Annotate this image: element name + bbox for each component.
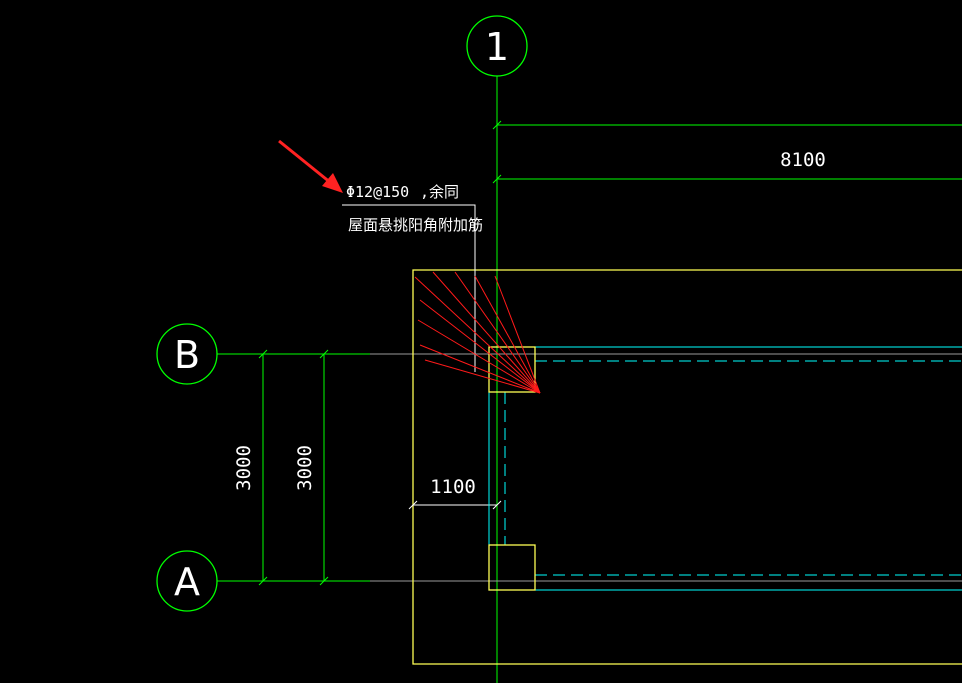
dim-1100-tick-right [492,500,502,510]
rebar-spec-text: Φ12@150 [346,183,409,201]
dim-8100-tick-bottom [492,174,502,184]
axis-label-1: 1 [485,25,509,69]
dim-tick-a1 [258,576,268,586]
rebar-8 [419,344,541,394]
rebar-description-text: 屋面悬挑阳角附加筋 [348,216,483,234]
rebar-3 [454,271,541,394]
dim-8100-tick-top [492,120,502,130]
rebar-5 [494,275,541,394]
rebar-9 [424,359,541,394]
axis-label-a: A [174,560,200,604]
highlight-arrow [278,139,343,193]
corner-rebar-fan[interactable] [414,271,541,394]
axis-bubble-1[interactable] [466,15,528,77]
axis-label-b: B [174,333,200,377]
dim-8100-text: 8100 [780,149,826,171]
dim-tick-b1 [258,349,268,359]
rebar-2 [432,271,541,394]
dim-1100-tick-left [408,500,418,510]
rebar-7 [417,319,541,394]
annotation-leader [342,204,476,372]
dim-3000-text-2: 3000 [294,445,316,491]
dim-1100-text: 1100 [430,476,476,498]
dim-tick-b2 [319,349,329,359]
arrow-shaft [278,139,332,185]
dim-tick-a2 [319,576,329,586]
column-a1[interactable] [488,544,536,591]
rebar-4 [474,275,541,394]
dim-3000-text-1: 3000 [233,445,255,491]
slab-outline[interactable] [412,269,962,665]
rebar-1 [414,276,541,394]
rebar-6 [419,299,541,394]
arrow-head [322,173,343,193]
column-b1[interactable] [488,346,536,393]
rebar-note-text: ,余同 [420,183,459,201]
